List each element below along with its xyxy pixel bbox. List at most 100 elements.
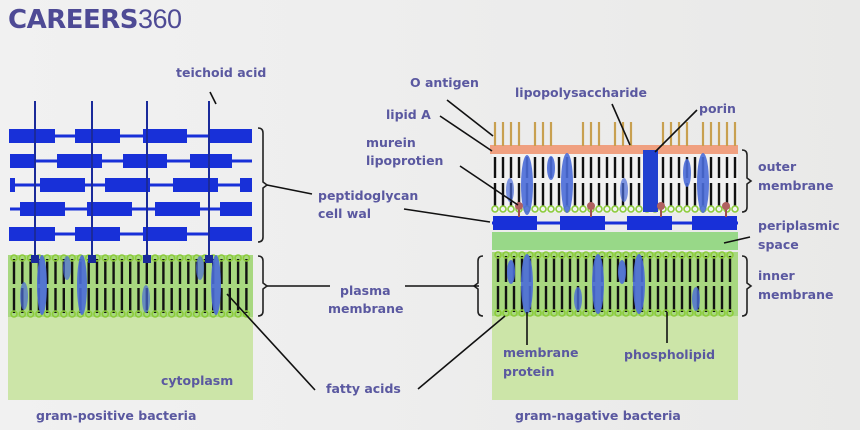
phospholipid-head xyxy=(159,310,168,318)
phospholipid-head xyxy=(151,254,159,262)
phospholipid-head xyxy=(646,309,654,317)
phospholipid-head xyxy=(702,251,710,259)
peptidoglycan-leader xyxy=(266,184,313,195)
phospholipid-head xyxy=(606,309,614,317)
phospholipid-head xyxy=(686,309,694,317)
phospholipid-head xyxy=(151,310,159,318)
phospholipid-head xyxy=(694,309,702,317)
label-porin: porin xyxy=(699,101,736,116)
phospholipid-head xyxy=(43,310,52,318)
label-membrane-protein: protein xyxy=(503,364,555,379)
phospholipid-head xyxy=(694,251,702,259)
phospholipid-head xyxy=(18,254,27,262)
phospholipid-head xyxy=(566,309,574,317)
phospholipid-head xyxy=(710,309,718,317)
phospholipid-head xyxy=(670,251,678,259)
membrane-protein xyxy=(574,287,582,311)
peptidoglycan-block xyxy=(208,227,252,241)
phospholipid-head xyxy=(574,251,582,259)
phospholipid-head xyxy=(242,310,251,318)
phospholipid-head xyxy=(542,251,550,259)
murein-lipoprotein-head xyxy=(657,202,665,210)
label-lipopolysaccharide: lipopolysaccharide xyxy=(515,85,647,100)
membrane-protein xyxy=(561,153,573,213)
phospholipid-head xyxy=(627,205,635,213)
label-lipoprotein: lipoprotien xyxy=(366,153,444,168)
teichoid-anchor xyxy=(205,255,213,263)
phospholipid-head xyxy=(159,254,168,262)
membrane-protein xyxy=(37,255,47,315)
membrane-protein xyxy=(697,153,709,213)
phospholipid-head xyxy=(184,254,193,262)
phospholipid-head xyxy=(726,309,734,317)
phospholipid-head xyxy=(582,251,590,259)
phospholipid-head xyxy=(491,205,499,213)
membrane-protein xyxy=(683,159,691,187)
peptidoglycan-block xyxy=(220,202,252,216)
peptidoglycan-block xyxy=(143,129,187,143)
phospholipid-head xyxy=(531,205,539,213)
phospholipid-head xyxy=(176,254,184,262)
peptidoglycan-block xyxy=(173,178,218,192)
phospholipid-head xyxy=(619,205,627,213)
phospholipid-head xyxy=(579,205,587,213)
membrane-protein xyxy=(592,254,604,314)
peptidoglycan-block xyxy=(190,154,232,168)
phospholipid-head xyxy=(731,205,739,213)
phospholipid-head xyxy=(226,310,234,318)
phospholipid-head xyxy=(534,309,542,317)
phospholipid-head xyxy=(51,310,60,318)
phospholipid-head xyxy=(715,205,723,213)
label-peptidoglycan: peptidoglycan xyxy=(318,188,419,203)
phospholipid-head xyxy=(654,309,662,317)
phospholipid-head xyxy=(51,254,60,262)
label-periplasmic: periplasmic xyxy=(758,218,840,233)
teichoid-acid-leader xyxy=(209,91,217,105)
phospholipid-head xyxy=(18,310,27,318)
peptidoglycan-block xyxy=(560,216,605,230)
periplasmic-space xyxy=(492,232,738,250)
plasma-membrane-bracket-left xyxy=(257,255,269,317)
phospholipid-head xyxy=(675,205,683,213)
phospholipid-head xyxy=(571,205,579,213)
phospholipid-head xyxy=(635,205,643,213)
phospholipid-head xyxy=(691,205,699,213)
membrane-protein xyxy=(620,178,628,202)
phospholipid-head xyxy=(167,254,176,262)
phospholipid-head xyxy=(707,205,715,213)
membrane-protein xyxy=(521,155,533,215)
phospholipid-head xyxy=(184,310,193,318)
phospholipid-head xyxy=(603,205,611,213)
phospholipid-head xyxy=(226,254,234,262)
lipid-a-band xyxy=(490,145,738,154)
membrane-protein xyxy=(63,256,71,280)
phospholipid-head xyxy=(510,251,518,259)
phospholipid-head xyxy=(678,309,686,317)
phospholipid-head xyxy=(59,310,68,318)
peptidoglycan-block xyxy=(40,178,85,192)
peptidoglycan-block xyxy=(627,216,672,230)
phospholipid-head xyxy=(502,251,510,259)
cytoplasm-area xyxy=(8,305,253,400)
logo-light-text: 360 xyxy=(138,4,182,34)
peptidoglycan-block xyxy=(692,216,737,230)
membrane-protein xyxy=(507,260,515,284)
phospholipid-head xyxy=(242,254,251,262)
phospholipid-head xyxy=(494,309,502,317)
phospholipid-head xyxy=(622,251,630,259)
membrane-protein xyxy=(692,287,700,311)
phospholipid-head xyxy=(611,205,619,213)
peptidoglycan-block xyxy=(493,216,537,230)
phospholipid-head xyxy=(710,251,718,259)
phospholipid-head xyxy=(542,309,550,317)
membrane-protein xyxy=(506,178,514,202)
murein-lipoprotein-head xyxy=(722,202,730,210)
label-inner: inner xyxy=(758,268,795,283)
phospholipid-head xyxy=(101,310,110,318)
fatty-acids-leader-left xyxy=(226,293,316,391)
phospholipid-head xyxy=(702,309,710,317)
label-outer: outer xyxy=(758,159,797,174)
peptidoglycan-block xyxy=(10,154,35,168)
lipid-a-leader xyxy=(439,115,493,152)
porin-channel xyxy=(643,150,658,212)
